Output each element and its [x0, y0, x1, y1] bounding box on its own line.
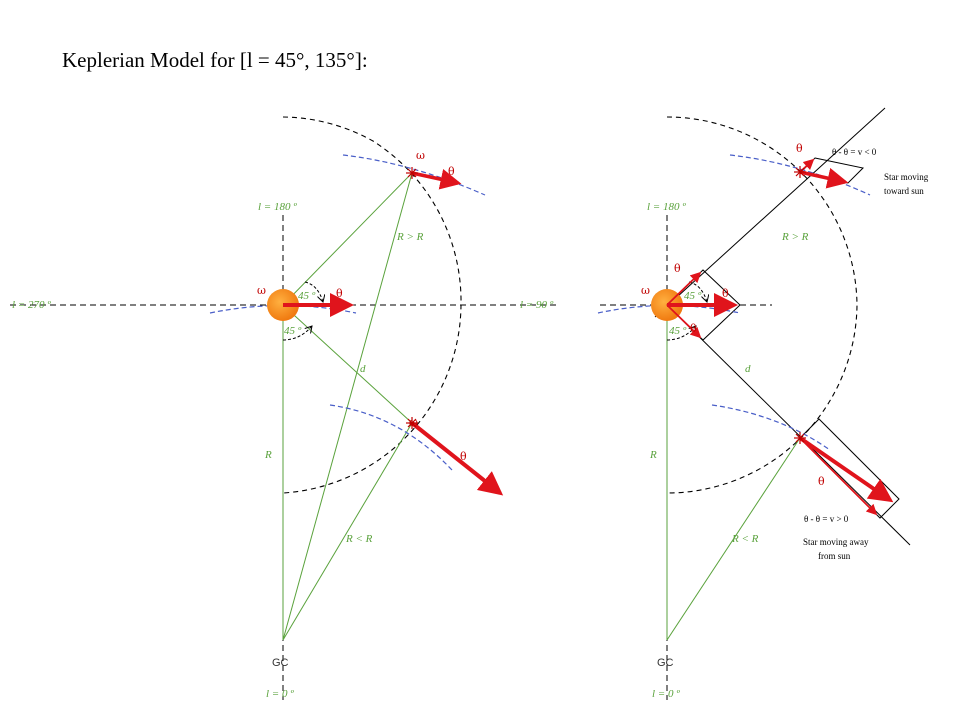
left-label-omega1: ω [416, 149, 425, 162]
left-label-angle-upper: 45 º [298, 290, 316, 302]
left-green-lines [282, 172, 413, 641]
right-label-l180: l = 180 º [647, 201, 686, 213]
left-label-angle-lower: 45 º [284, 325, 302, 337]
right-label-angle-lower: 45 º [669, 325, 687, 337]
left-label-theta1: θ [448, 165, 455, 178]
left-label-theta2: θ [460, 450, 467, 463]
right-solar-circle [666, 116, 858, 494]
right-label-d: d [745, 363, 751, 375]
left-label-theta0: θ [336, 287, 343, 300]
left-label-r-gt: R > R [396, 231, 424, 243]
right-label-r-gt: R > R [781, 231, 809, 243]
right-orbit-2 [711, 404, 831, 451]
left-angle-arc-lower [282, 326, 312, 341]
right-star-2 [794, 432, 806, 444]
right-line-of-sight-lower [666, 304, 911, 546]
right-caption-bottom-line1: Star moving away [803, 537, 869, 547]
left-label-r0: R [264, 449, 272, 461]
right-orbit-1 [729, 154, 871, 196]
page-title: Keplerian Model for [l = 45°, 135°]: [62, 48, 368, 72]
right-caption-top-line1: Star moving [884, 172, 929, 182]
left-label-l270: l = 270 º [12, 299, 51, 311]
right-label-theta1R: θ [796, 142, 803, 155]
right-star2-radial-arrow [799, 437, 878, 516]
left-orbit-2 [329, 404, 453, 471]
right-sun-radial-upper-arrow [666, 271, 702, 306]
left-panel: l = 180 º l = 270 º l = 90 º l = 0 º GC … [10, 116, 560, 700]
right-caption-bottom-line2: from sun [818, 551, 851, 561]
right-green-lines [666, 305, 801, 641]
right-formula-top: θ - θ = v < 0 [832, 147, 877, 157]
left-label-r-lt: R < R [345, 533, 373, 545]
right-orbit-0 [597, 304, 741, 314]
right-sun-radial-lower-arrow [666, 304, 702, 339]
left-label-omega0: ω [257, 284, 266, 297]
right-label-l0: l = 0 º [652, 688, 680, 700]
left-star1-velocity-arrow [411, 169, 462, 190]
left-star2-velocity-arrow [410, 421, 504, 496]
right-panel: l = 180 º l = 0 º GC R > R R < R R d 45 … [597, 107, 929, 700]
left-star-2 [406, 417, 418, 429]
right-star-1 [794, 166, 806, 178]
right-label-theta0R-lower: θ [690, 322, 697, 335]
left-solar-circle [282, 116, 462, 494]
left-star-1 [406, 167, 418, 179]
right-star2-velocity-arrow [798, 436, 894, 503]
left-label-gc: GC [272, 657, 289, 669]
right-label-gc: GC [657, 657, 674, 669]
right-star1-velocity-arrow [799, 167, 849, 189]
right-caption-top-line2: toward sun [884, 186, 924, 196]
left-orbit-1 [342, 154, 486, 196]
right-label-r0: R [649, 449, 657, 461]
left-angle-arc-upper [304, 281, 323, 302]
left-label-omega2: ω [409, 416, 418, 429]
right-label-theta0R-upper: θ [674, 262, 681, 275]
right-label-theta2R: θ [818, 475, 825, 488]
right-label-theta0: θ [722, 287, 729, 300]
left-label-l180: l = 180 º [258, 201, 297, 213]
right-formula-bottom: θ - θ = v > 0 [804, 514, 849, 524]
left-label-l90: l = 90 º [520, 299, 554, 311]
left-label-l0: l = 0 º [266, 688, 294, 700]
right-line-of-sight-upper [654, 107, 886, 318]
right-label-angle-upper: 45 º [684, 290, 702, 302]
right-label-r-lt: R < R [731, 533, 759, 545]
right-star2-component-box [799, 418, 900, 519]
right-label-omega0: ω [641, 284, 650, 297]
left-label-d: d [360, 363, 366, 375]
